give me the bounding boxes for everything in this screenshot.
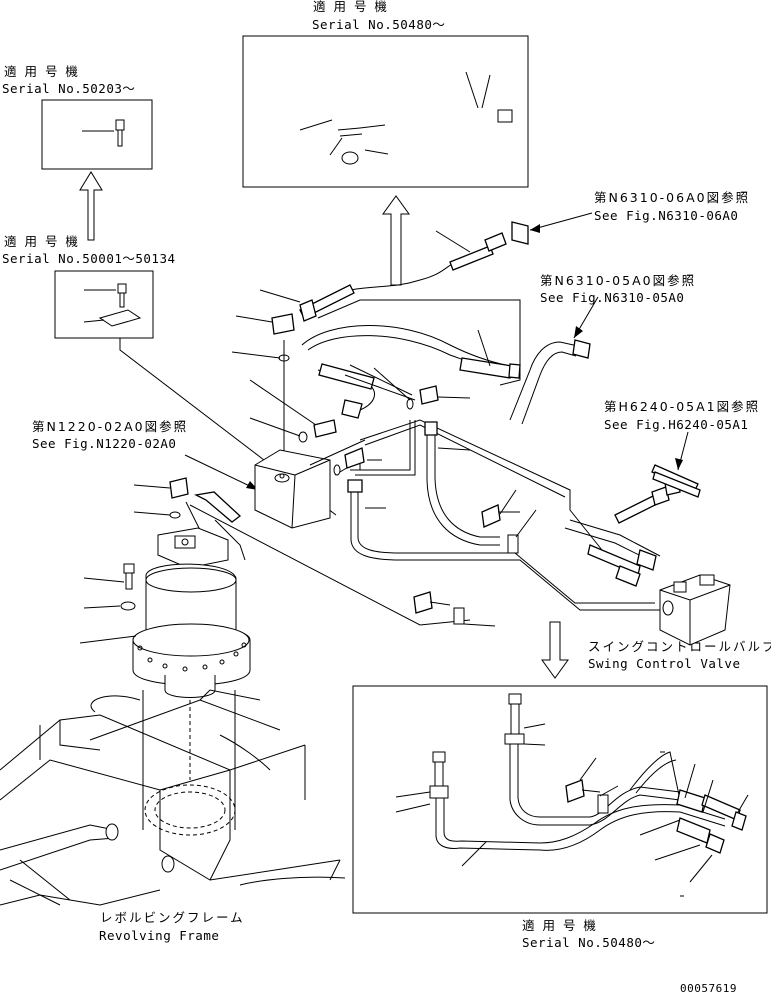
ref-n6310-06a0-en: See Fig.N6310-06A0: [594, 208, 738, 223]
inset-50203-bolt: [82, 119, 125, 147]
swivel-joint: [79, 477, 251, 830]
revolving-frame-drawing: [0, 689, 346, 906]
h6240-fitting: [652, 471, 701, 498]
bottom-inset-box: [352, 685, 768, 914]
inset-50203-serial-label: Serial No.50203～: [2, 81, 135, 96]
inset-50203-box: [41, 99, 153, 170]
ref-h6240-05a1-en: See Fig.H6240-05A1: [604, 417, 748, 432]
inset-50001-box: [54, 270, 154, 339]
ref-arrows: [184, 212, 689, 491]
top-inset-hose: [296, 66, 513, 165]
top-inset-box: [242, 35, 529, 188]
down-arrow-right: [541, 621, 569, 679]
bottom-inset-jp-label: 適 用 号 機: [522, 918, 598, 933]
ref-n6310-05a0-en: See Fig.N6310-05A0: [540, 290, 684, 305]
inset-50203-jp-label: 適 用 号 機: [4, 64, 80, 79]
ref-n6310-05a0-jp: 第N6310-05A0図参照: [540, 273, 696, 288]
inset-50001-serial-label: Serial No.50001～50134: [2, 251, 176, 266]
bottom-inset-serial-label: Serial No.50480～: [522, 935, 655, 950]
ref-n6310-06a0-jp: 第N6310-06A0図参照: [594, 190, 750, 205]
inset-50001-jp-label: 適 用 号 機: [4, 234, 80, 249]
up-arrow-left: [79, 171, 103, 241]
revolving-frame-en: Revolving Frame: [99, 928, 219, 943]
ref-h6240-05a1-jp: 第H6240-05A1図参照: [604, 399, 760, 414]
revolving-frame-jp: レボルビングフレーム: [100, 910, 245, 925]
ref-n1220-02a0-en: See Fig.N1220-02A0: [32, 436, 176, 451]
swing-control-valve-jp: スイングコントロールバルブ: [588, 639, 771, 654]
drawing-number: 00057619: [680, 982, 737, 994]
top-inset-serial-label: Serial No.50480～: [312, 17, 445, 32]
bottom-inset-hoses: [395, 693, 749, 897]
top-inset-jp-label: 適 用 号 機: [313, 0, 389, 14]
leader-lines: [231, 230, 537, 627]
swing-control-valve-en: Swing Control Valve: [588, 656, 741, 671]
up-arrow-center: [382, 195, 410, 286]
ref-n1220-02a0-jp: 第N1220-02A0図参照: [32, 419, 188, 434]
